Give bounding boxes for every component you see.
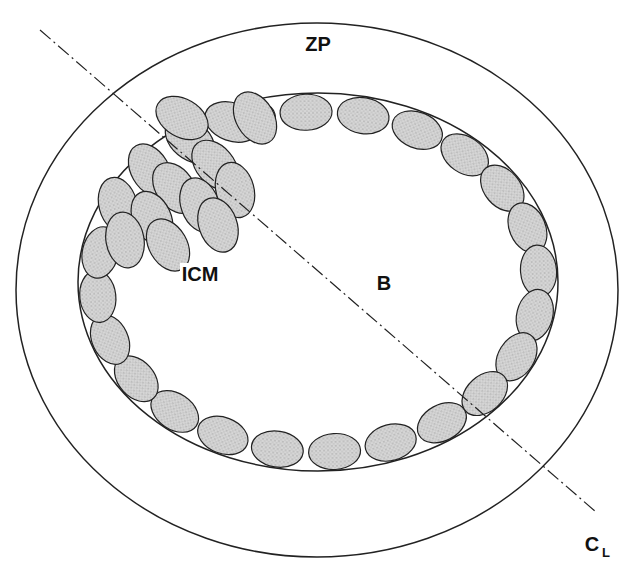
zona-label: ZP (305, 34, 331, 54)
cell (101, 209, 148, 271)
cell (279, 93, 332, 131)
blastocyst-wall (78, 93, 558, 471)
cell (308, 432, 362, 471)
centerline-label: C (585, 534, 599, 554)
cell (192, 409, 253, 461)
cell (148, 88, 215, 149)
cell (335, 94, 392, 138)
zona-pellucida (16, 23, 618, 557)
cell (386, 104, 448, 157)
cell (225, 84, 286, 151)
icm-label: ICM (180, 263, 221, 285)
cell (361, 418, 421, 466)
cavity-label: B (377, 273, 391, 293)
centerline-subscript: L (602, 546, 610, 559)
center-line (40, 30, 596, 512)
cell (191, 192, 246, 258)
cell (249, 428, 306, 471)
cell-group (77, 84, 559, 471)
cell (410, 395, 473, 451)
